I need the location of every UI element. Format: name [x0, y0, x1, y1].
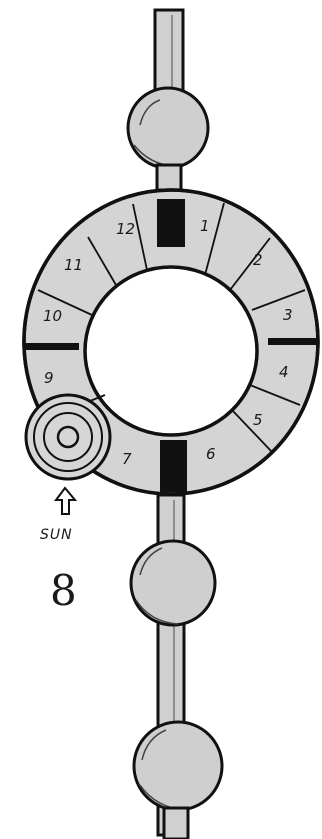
ring-inner-hole — [85, 267, 257, 435]
ring-number-1: 1 — [200, 217, 210, 235]
position-number: 8 — [50, 566, 77, 615]
marker-left — [25, 343, 79, 350]
ring-number-7: 7 — [122, 450, 132, 468]
ring-number-6: 6 — [206, 445, 216, 463]
marker-right — [268, 338, 318, 345]
top-ball — [128, 88, 208, 168]
sun-disc — [26, 395, 110, 479]
ring-number-10: 10 — [43, 307, 62, 325]
sun-label: SUN — [40, 527, 73, 543]
marker-top — [157, 199, 185, 247]
up-arrow-icon — [56, 488, 75, 514]
middle-ball — [131, 541, 215, 625]
marker-bottom — [160, 440, 187, 492]
ring-number-3: 3 — [283, 306, 293, 324]
ring-number-2: 2 — [253, 251, 263, 269]
bottom-ball — [134, 722, 222, 810]
ring-number-5: 5 — [253, 411, 263, 429]
bottom-rod-stub — [164, 808, 188, 839]
ring-number-4: 4 — [279, 363, 289, 381]
ring-number-11: 11 — [64, 256, 83, 274]
ring-number-9: 9 — [44, 369, 54, 387]
ring-number-12: 12 — [116, 220, 135, 238]
